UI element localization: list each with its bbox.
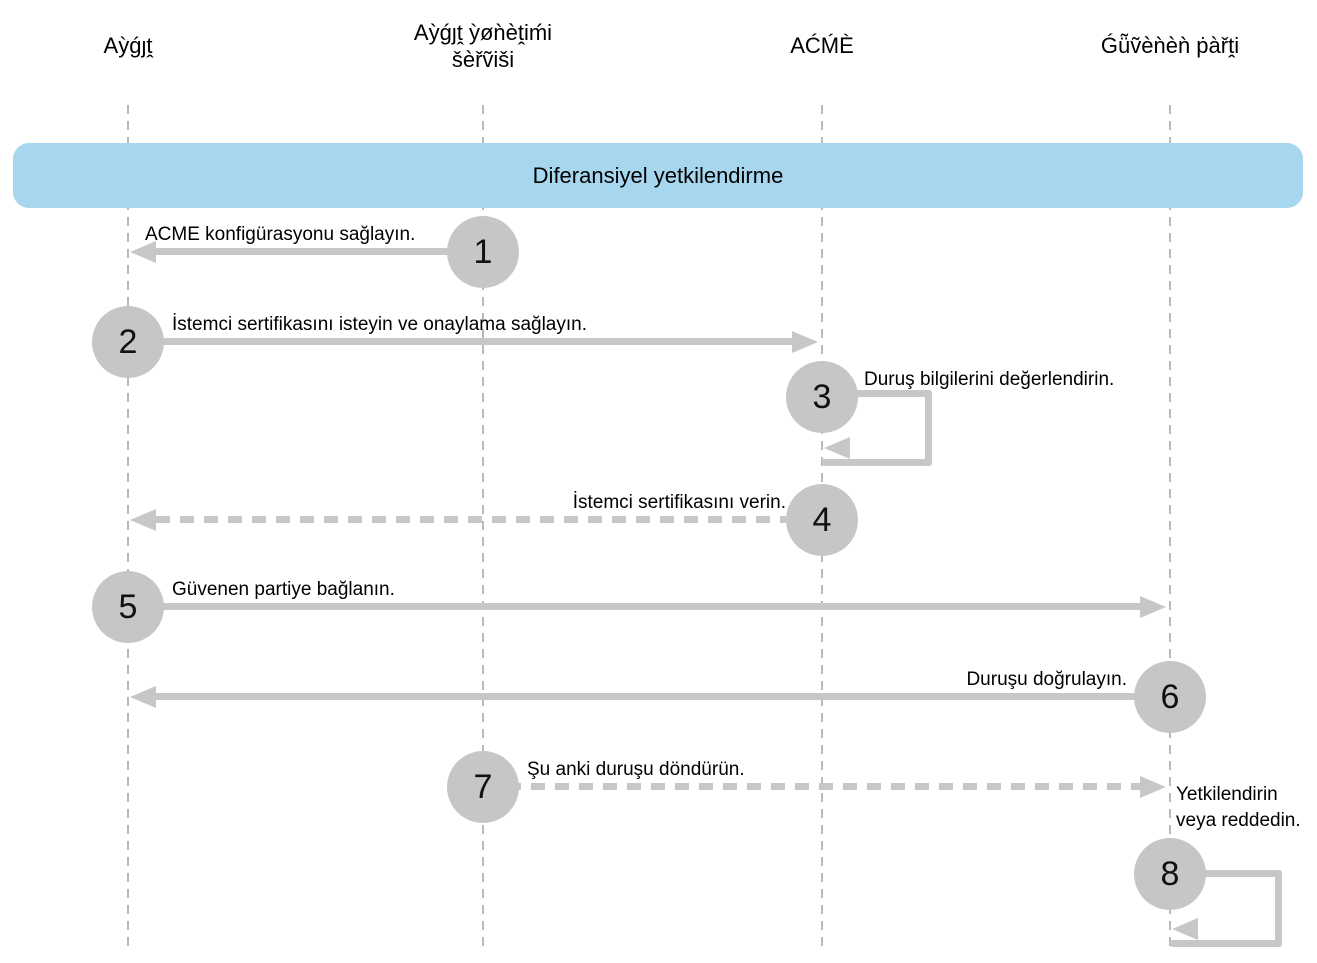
step-3-self-loop [822,390,932,466]
lifeline-label-acme: AĆḾÈ [790,33,854,58]
lifeline-label-mdm-service: Aỳǵȷṱ ỳøǹèṱiḿi šèřṽiši [413,20,553,72]
step-2-arrowhead-right-icon [792,331,818,353]
step-5-badge: 5 [92,571,164,643]
step-4-arrowhead-left-icon [130,509,156,531]
step-4-label: İstemci sertifikasını verin. [572,492,786,513]
step-6-arrowhead-left-icon [130,686,156,708]
step-2-arrow-shaft [128,338,792,345]
lifeline-label-device: Aỳǵȷṱ [103,33,153,58]
step-3-label: Duruş bilgilerini değerlendirin. [864,369,1115,390]
step-8-arrowhead-left-icon [1172,918,1198,940]
phase-banner: Diferansiyel yetkilendirme [13,143,1303,208]
step-2-badge: 2 [92,306,164,378]
step-6-arrow-shaft [156,693,1170,700]
lifeline-label-relying-party: Ǵü̃ṽèǹèǹ ṗàřṱi [1100,33,1240,58]
phase-banner-label: Diferansiyel yetkilendirme [532,162,784,188]
step-5-label: Güvenen partiye bağlanın. [172,579,395,600]
step-7-arrowhead-right-icon [1140,776,1166,798]
step-8-label: Yetkilendirin veya reddedin. [1176,784,1301,831]
step-2-label: İstemci sertifikasını isteyin ve onaylam… [172,314,588,335]
step-6-label: Duruşu doğrulayın. [966,669,1127,690]
step-7-arrow-shaft [483,783,1140,790]
lifeline-device [127,105,129,950]
step-4-arrow-shaft [156,516,786,523]
step-1-arrow-shaft [156,248,483,255]
step-5-arrow-shaft [128,603,1140,610]
step-1-badge: 1 [447,216,519,288]
step-6-badge: 6 [1134,661,1206,733]
step-1-label: ACME konfigürasyonu sağlayın. [145,224,416,245]
step-3-badge: 3 [786,361,858,433]
step-8-badge: 8 [1134,838,1206,910]
lifeline-mdm-service [482,105,484,950]
lifeline-relying-party [1169,105,1171,950]
step-5-arrowhead-right-icon [1140,596,1166,618]
step-7-badge: 7 [447,751,519,823]
step-8-self-loop [1170,870,1282,947]
step-1-arrowhead-left-icon [130,241,156,263]
step-7-label: Şu anki duruşu döndürün. [527,759,745,780]
step-3-arrowhead-left-icon [824,437,850,459]
step-4-badge: 4 [786,484,858,556]
